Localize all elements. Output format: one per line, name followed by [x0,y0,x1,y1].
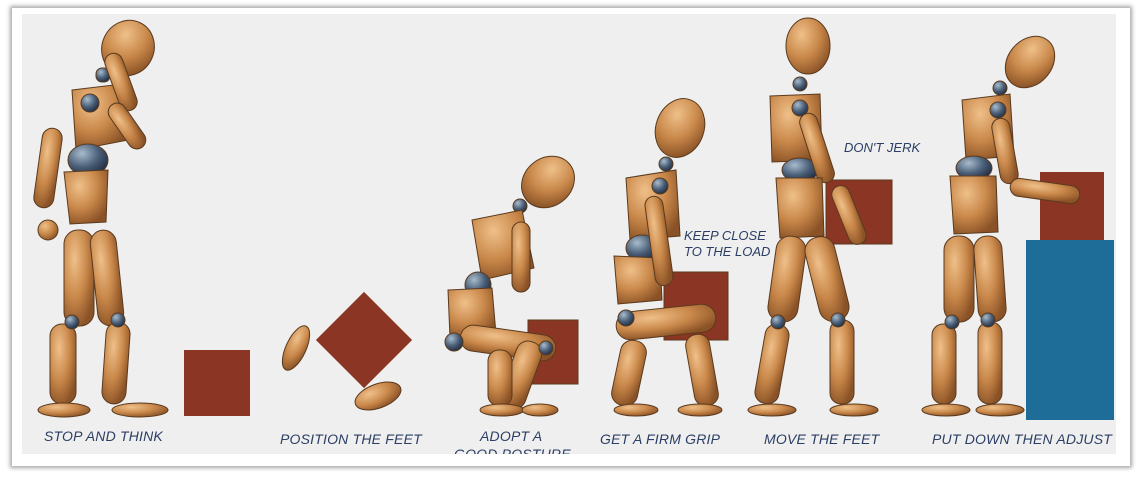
figure-good-posture [445,146,585,416]
step-label-firm-grip: GET A FIRM GRIP [600,431,720,447]
note-dont-jerk: DON'T JERK [844,140,920,156]
step-label-move-the-feet: MOVE THE FEET [764,431,879,447]
step-label-good-posture: GOOD POSTURE [454,446,571,454]
note-keep-close-line1: KEEP CLOSE [684,228,770,244]
step-label-put-down-then-adjust: PUT DOWN THEN ADJUST [932,431,1116,447]
figure-stop-and-think [33,12,168,417]
step-label-position-the-feet: POSITION THE FEET [280,431,422,447]
box-position-feet [316,292,412,388]
box-stop-and-think [184,350,250,416]
note-keep-close-line2: TO THE LOAD [684,244,770,260]
step-label-adopt-a: ADOPT A [480,428,542,444]
step-label-stop-and-think: STOP AND THINK [44,428,163,444]
note-keep-close: KEEP CLOSE TO THE LOAD [684,228,770,260]
figure-move-feet [748,18,892,416]
table-block [1026,240,1114,420]
